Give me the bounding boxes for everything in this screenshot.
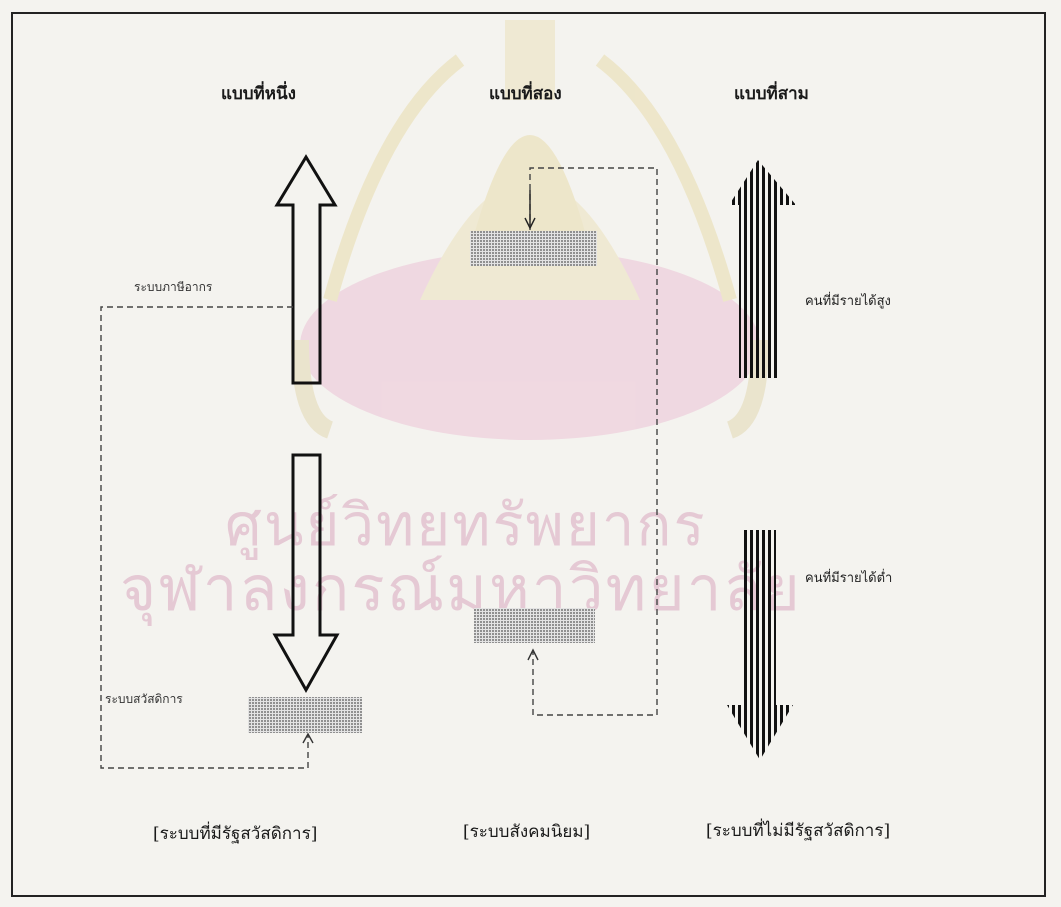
caption-model-one: [ระบบที่มีรัฐสวัสดิการ]	[153, 824, 318, 844]
caption-model-three: [ระบบที่ไม่มีรัฐสวัสดิการ]	[706, 821, 891, 841]
welfare-shaded-block	[248, 697, 362, 733]
striped-up-arrow	[729, 160, 796, 378]
watermark-line1: ศูนย์วิทยทรัพยากร	[225, 491, 707, 559]
striped-down-arrow	[727, 530, 793, 760]
caption-model-two: [ระบบสังคมนิยม]	[463, 822, 591, 842]
dashed-loop-model-one	[100, 306, 309, 769]
heading-model-two: แบบที่สอง	[489, 84, 562, 104]
lower-shaded-block	[474, 608, 595, 643]
label-welfare-system: ระบบสวัสดิการ	[105, 692, 183, 706]
up-arrow-model-one	[274, 154, 338, 385]
heading-model-one: แบบที่หนึ่ง	[221, 84, 296, 104]
label-high-income: คนที่มีรายได้สูง	[805, 294, 891, 309]
dashed-loop-model-two	[529, 167, 658, 716]
down-arrow-model-one	[272, 453, 340, 694]
label-tax-system: ระบบภาษีอากร	[134, 280, 213, 294]
watermark-line2: จุฬาลงกรณ์มหาวิทยาลัย	[120, 552, 802, 625]
upper-shaded-block	[470, 231, 597, 266]
diagram-frame	[11, 12, 1046, 897]
heading-model-three: แบบที่สาม	[734, 84, 809, 104]
label-low-income: คนที่มีรายได้ต่ำ	[805, 571, 893, 586]
